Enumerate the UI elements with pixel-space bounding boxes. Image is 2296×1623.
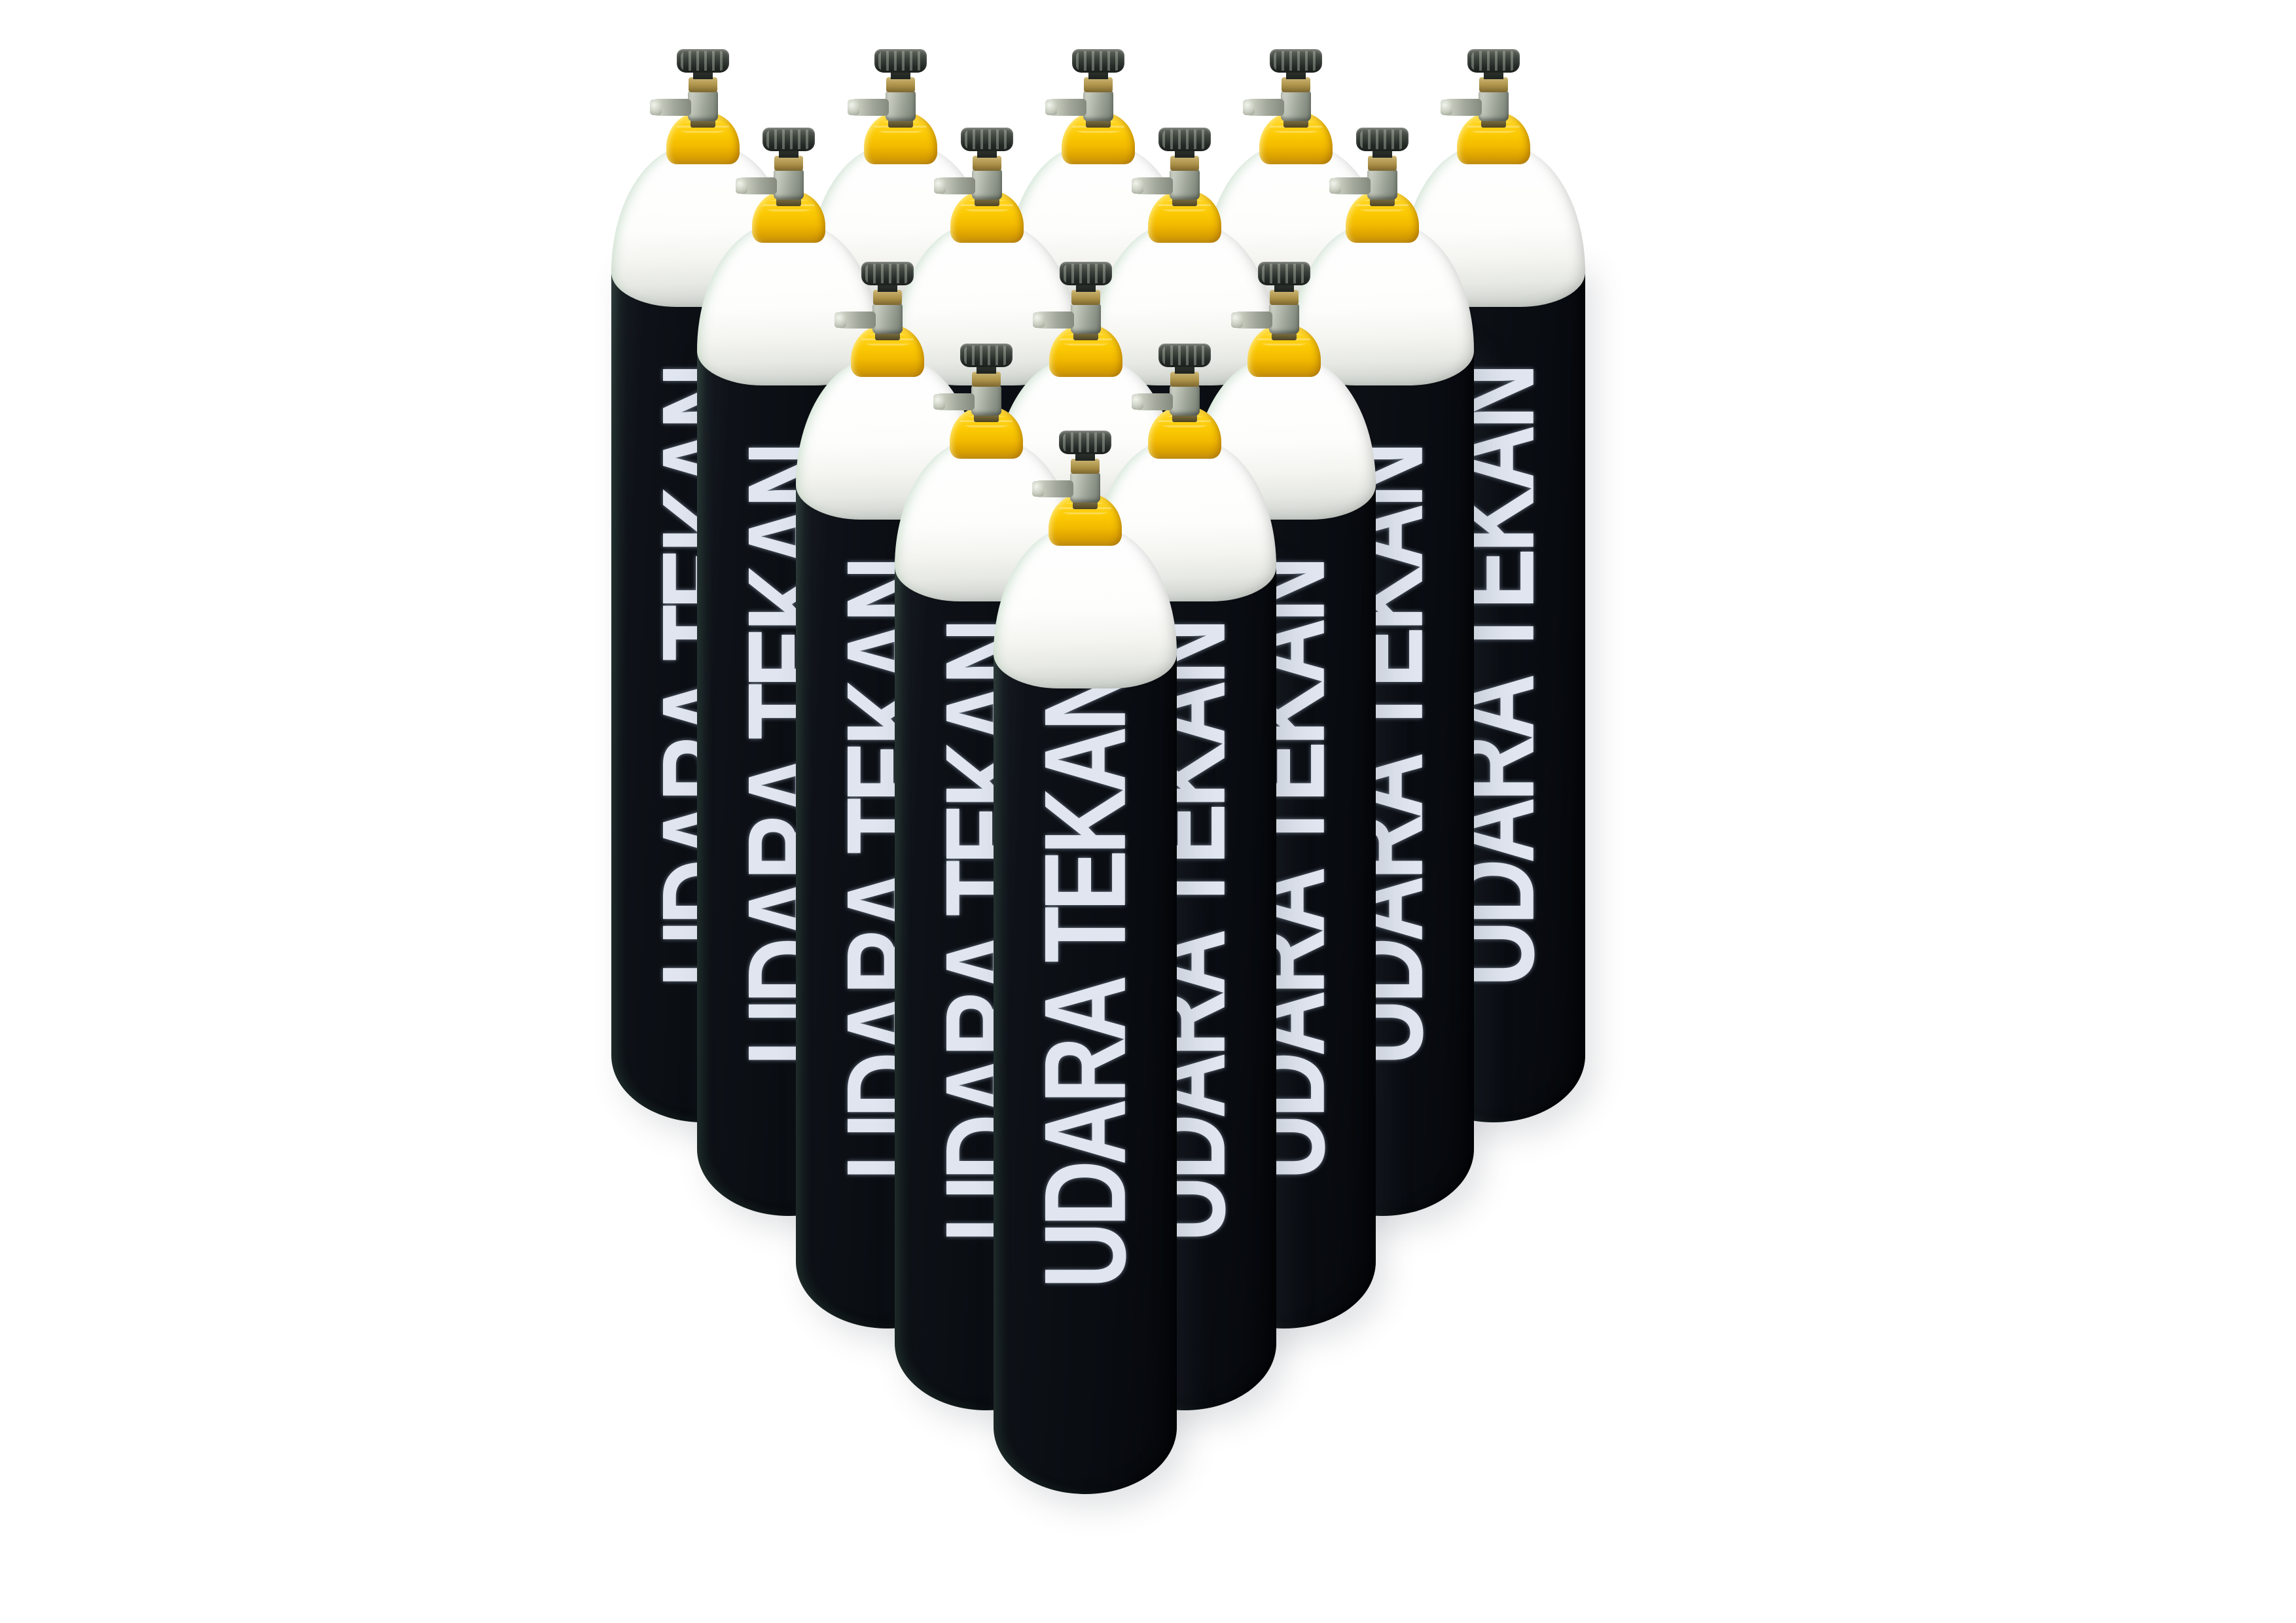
valve-brass-ring [1170,372,1199,387]
valve-brass-ring [1084,77,1113,92]
cylinder-valve [1093,344,1276,429]
cylinder-valve [1402,49,1585,134]
valve-outlet-cap [1132,178,1143,194]
valve-brass-ring [774,156,803,171]
valve-brass-ring [873,290,902,305]
valve-brass-ring [1479,77,1508,92]
valve-brass-ring [886,77,915,92]
valve-outlet-cap [1441,99,1452,115]
valve-stem [1170,168,1200,200]
valve-handwheel [1467,49,1520,73]
valve-stem [1281,90,1311,121]
valve-stem [774,168,804,200]
cylinder-valve [796,262,979,347]
valve-stem [1479,90,1509,121]
valve-handwheel [1060,262,1112,285]
cylinder-label: UDARA TEKAN [1020,669,1150,1289]
valve-outlet-cap [1329,178,1341,194]
cylinder-valve [895,128,1079,213]
cylinder-valve [1291,128,1474,213]
valve-handwheel [961,128,1013,151]
valve-brass-ring [1282,77,1310,92]
valve-brass-ring [972,372,1001,387]
valve-outlet-cap [934,178,946,194]
valve-stem [972,168,1002,200]
valve-stem [872,302,903,334]
cylinder-valve [1193,262,1376,347]
valve-brass-ring [1368,156,1397,171]
valve-brass-ring [973,156,1001,171]
valve-handwheel [1258,262,1310,285]
cylinder-valve [994,262,1177,347]
valve-outlet-cap [1032,481,1044,497]
valve-handwheel [861,262,914,285]
cylinder-valve [611,49,795,134]
valve-stem [688,90,718,121]
gas-cylinder: UDARA TEKAN [994,431,1177,1494]
valve-brass-ring [1071,459,1100,474]
valve-outlet-cap [1243,99,1255,115]
cylinder-neck-collar [666,112,740,164]
valve-handwheel [1158,128,1211,151]
valve-handwheel [1059,431,1111,454]
cylinder-valve [994,431,1177,516]
cylinder-shoulder [994,526,1177,688]
cylinder-valve [697,128,880,213]
valve-stem [1367,168,1397,200]
valve-outlet-cap [834,312,846,328]
valve-stem [971,384,1001,416]
valve-outlet-cap [650,99,662,115]
valve-stem [1083,90,1113,121]
valve-handwheel [677,49,729,73]
valve-handwheel [1356,128,1408,151]
valve-outlet-cap [1132,394,1143,410]
valve-handwheel [1158,344,1211,367]
cylinder-body [994,637,1177,1494]
cylinder-valve [1093,128,1276,213]
valve-brass-ring [1170,156,1199,171]
cylinder-valve [1007,49,1190,134]
gas-cylinder: UDARA TEKAN [1402,49,1585,1122]
valve-brass-ring [689,77,717,92]
valve-outlet-cap [1033,312,1045,328]
valve-brass-ring [1071,290,1100,305]
valve-outlet-cap [736,178,747,194]
valve-handwheel [1270,49,1322,73]
cylinder-valve [895,344,1078,429]
cylinder-valve [1204,49,1388,134]
valve-stem [886,90,916,121]
valve-outlet-cap [1231,312,1243,328]
valve-stem [1070,471,1100,503]
valve-handwheel [1072,49,1124,73]
valve-handwheel [762,128,815,151]
valve-stem [1170,384,1200,416]
valve-outlet-cap [1045,99,1057,115]
valve-outlet-cap [848,99,859,115]
cylinder-valve [809,49,992,134]
cylinder-neck-collar [1062,112,1135,164]
valve-stem [1269,302,1299,334]
valve-handwheel [960,344,1013,367]
valve-brass-ring [1270,290,1299,305]
valve-handwheel [874,49,927,73]
valve-outlet-cap [933,394,945,410]
valve-stem [1071,302,1101,334]
